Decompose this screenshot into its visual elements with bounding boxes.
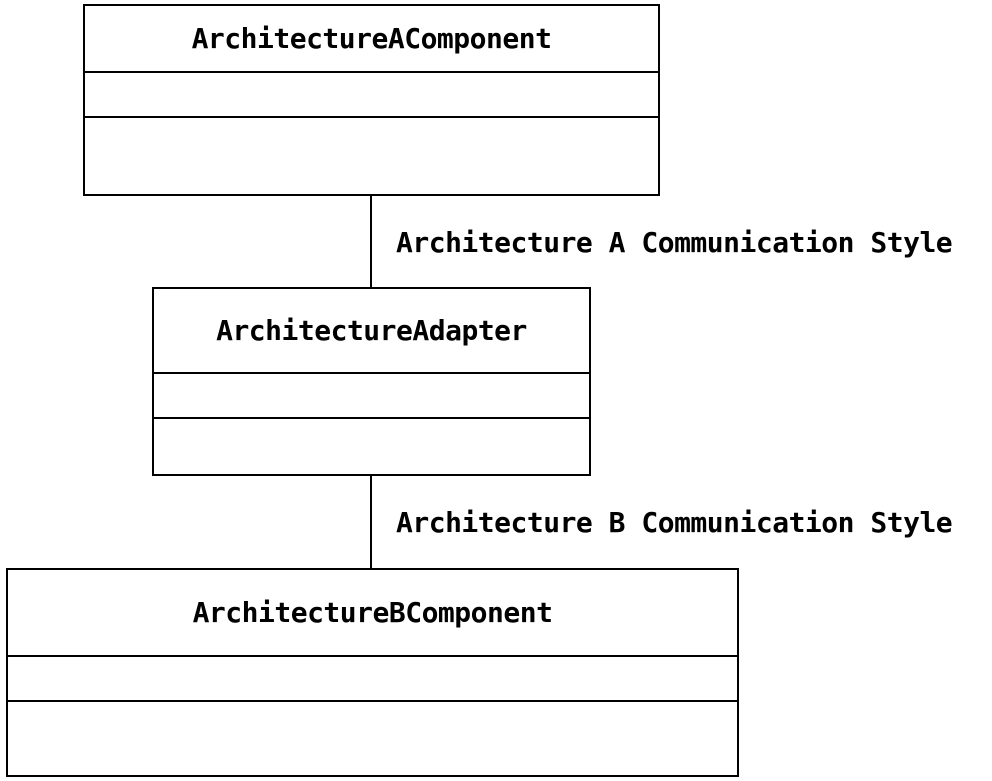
class-architecture-a-component: ArchitectureAComponent (83, 4, 660, 196)
class-methods-compartment (85, 118, 658, 194)
association-line-b (370, 476, 372, 569)
association-label-a: Architecture A Communication Style (396, 226, 953, 259)
class-methods-compartment (154, 419, 589, 474)
class-attributes-compartment (154, 374, 589, 419)
class-architecture-b-component: ArchitectureBComponent (6, 568, 739, 777)
class-methods-compartment (8, 702, 737, 775)
class-name: ArchitectureAComponent (85, 6, 658, 73)
association-label-b: Architecture B Communication Style (396, 506, 953, 539)
association-line-a (370, 196, 372, 288)
class-name: ArchitectureBComponent (8, 570, 737, 657)
class-architecture-adapter: ArchitectureAdapter (152, 287, 591, 476)
class-name: ArchitectureAdapter (154, 289, 589, 374)
class-attributes-compartment (85, 73, 658, 118)
class-attributes-compartment (8, 657, 737, 702)
